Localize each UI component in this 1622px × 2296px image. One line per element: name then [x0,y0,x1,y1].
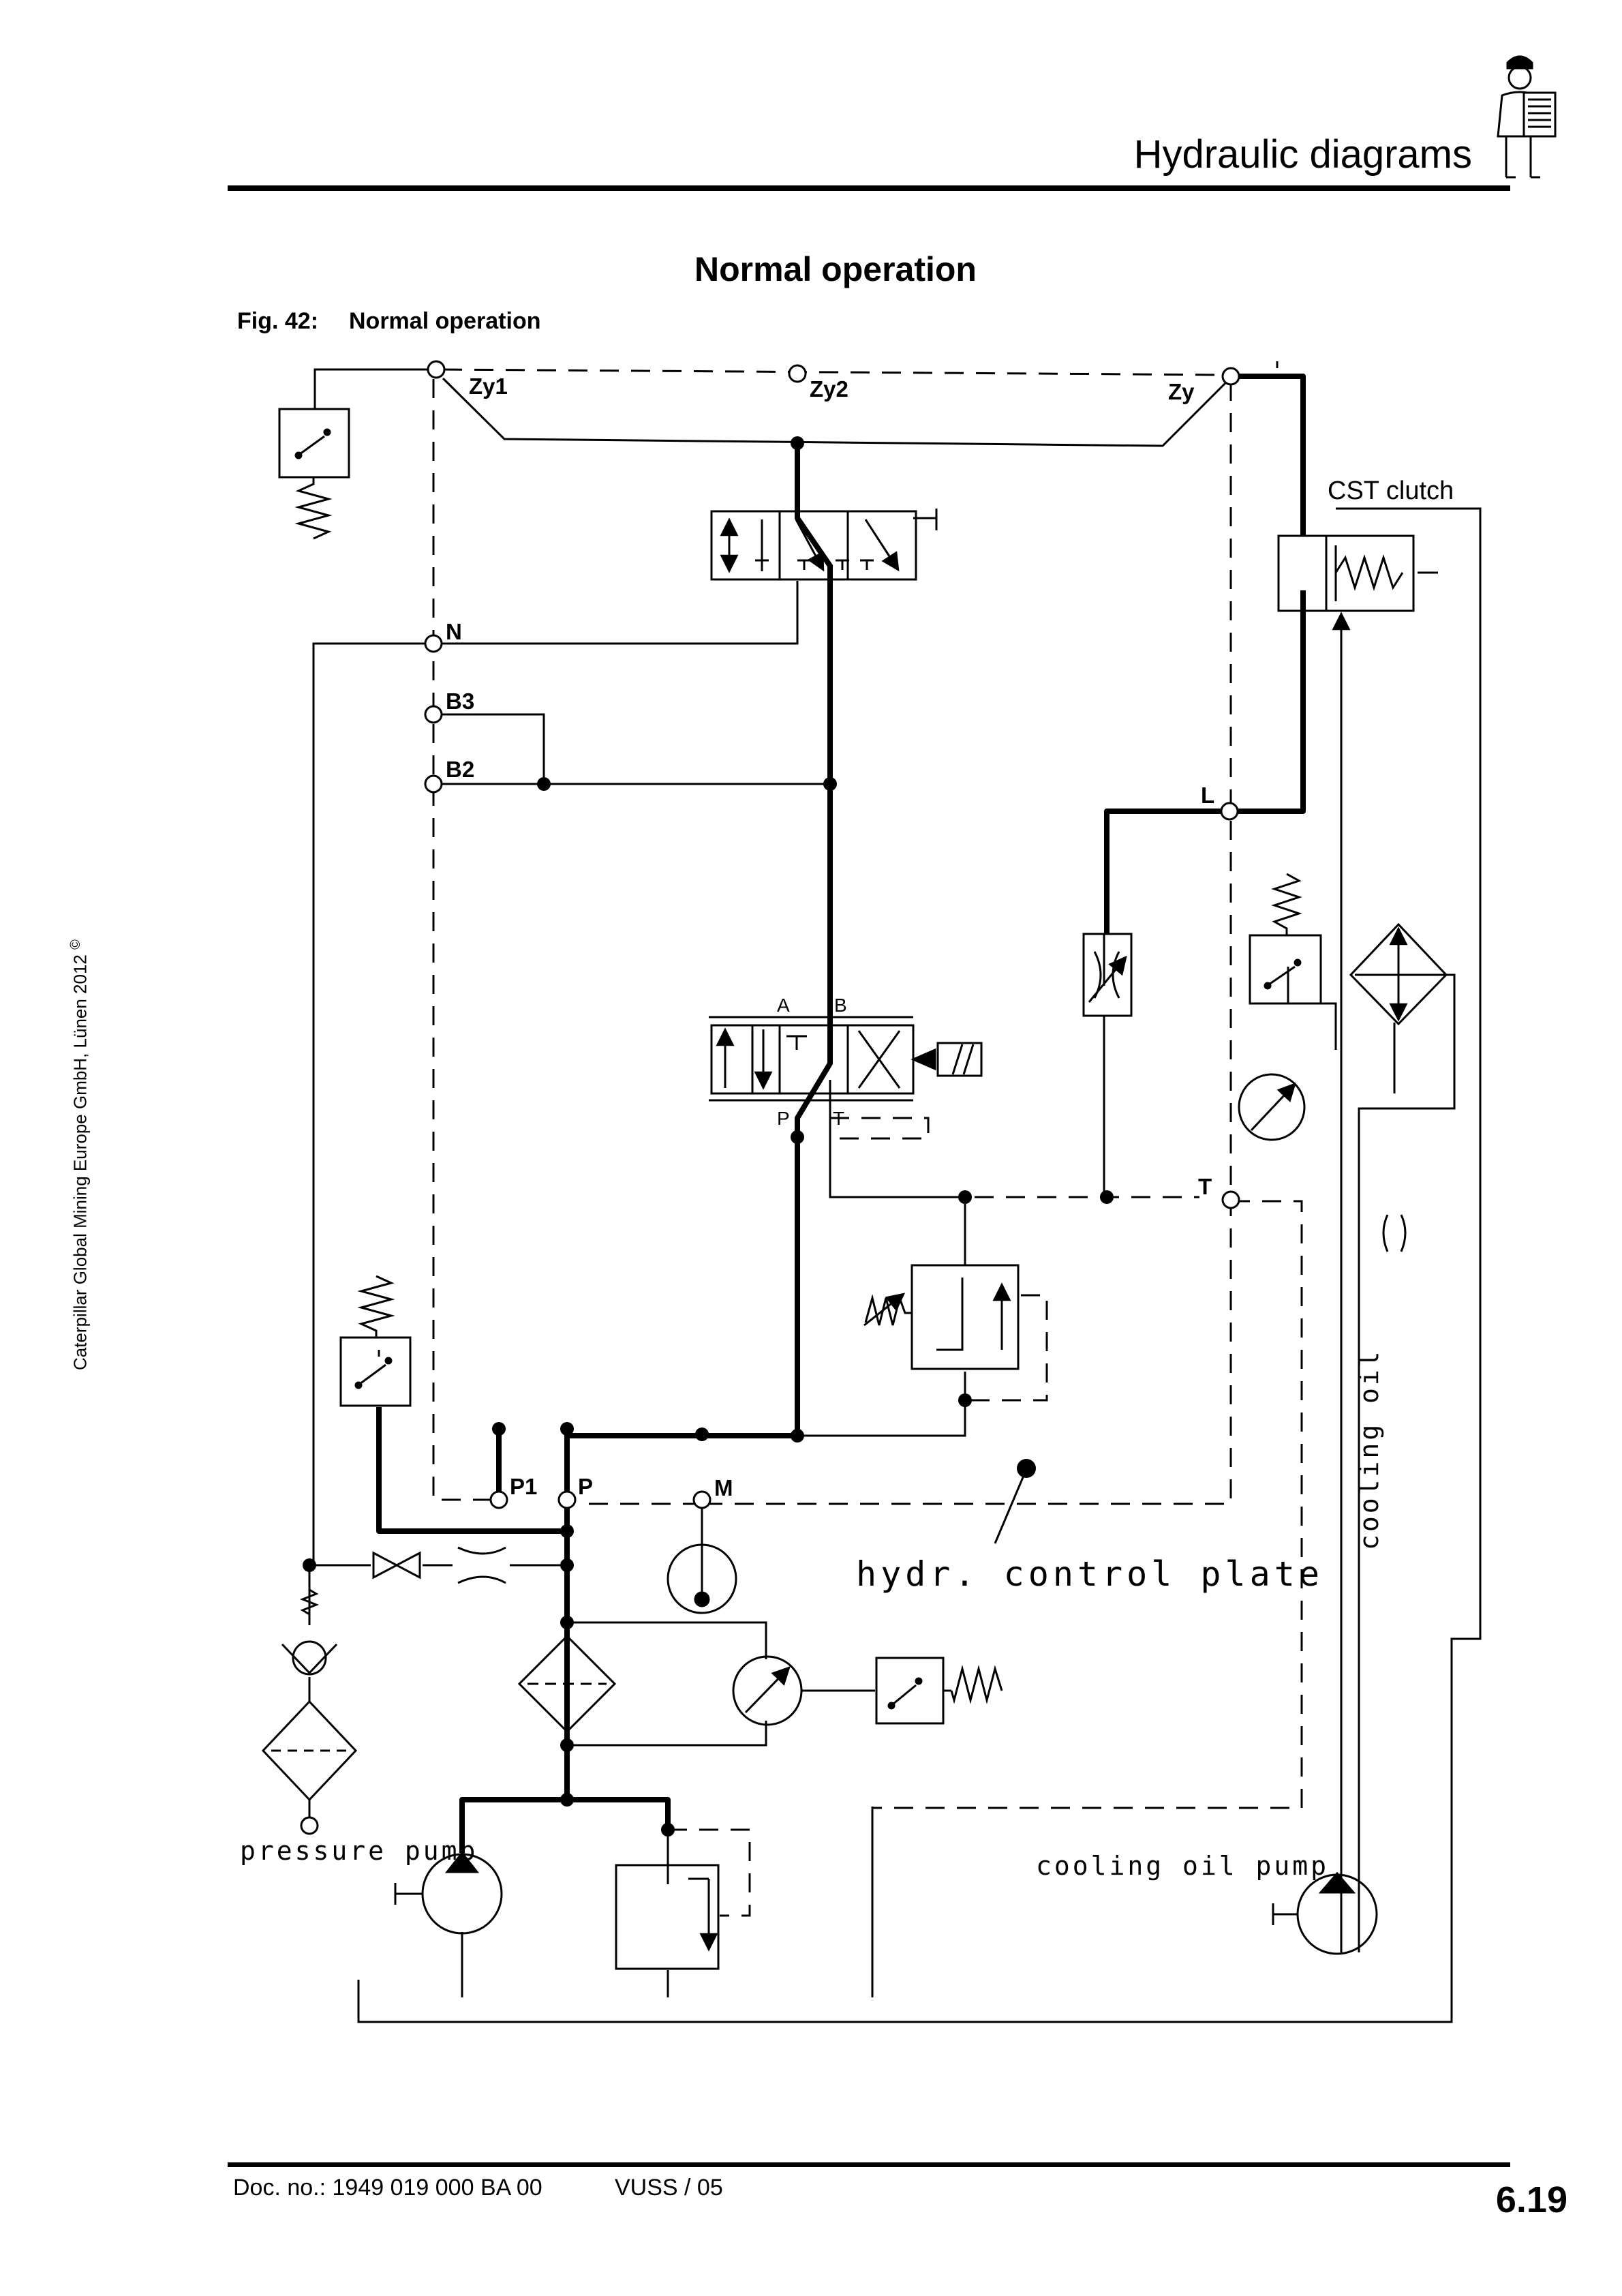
figure-title: Normal operation [349,308,541,334]
cooling-oil-label: cooling oil [1354,1348,1384,1550]
valve-port-labels: A B P T [777,995,847,1129]
test-ports [300,360,1240,1835]
top-left-pressure-switch [278,408,350,540]
solenoid-valve [709,1016,983,1102]
port-label-n: N [446,619,462,644]
port-label-zy2: Zy2 [810,376,848,402]
port-label-m: M [714,1475,733,1500]
cooling-oil-pump [1296,1871,1378,1955]
port-label-b2: B2 [446,757,474,782]
dashed-lines [432,368,1303,1997]
pressure-pump-label: pressure pump [240,1836,478,1866]
pressure-pump [421,1851,503,1935]
figure-caption: Fig. 42: Normal operation [237,308,540,335]
page-heading: Normal operation [694,250,977,288]
upper-directional-valve [710,510,917,581]
port-label-zy: Zy [1168,379,1195,404]
shutoff-valve [372,1546,506,1584]
valve-port-a: A [777,995,790,1016]
port-label-p1: P1 [510,1474,537,1499]
cst-clutch-cylinder [1277,534,1415,654]
port-label-p: P [578,1474,593,1499]
right-pressure-switch [1249,873,1322,1005]
cooling-pressure-gauge [1238,1073,1306,1141]
port-labels: Zy1 Zy2 Zy N B3 B2 L T P1 P M [446,374,1214,1500]
cst-clutch-label: CST clutch [1328,477,1454,505]
valve-port-p: P [777,1108,790,1129]
pressure-lines [376,374,1306,1853]
lower-left-pressure-switch [339,1275,412,1407]
port-label-zy1: Zy1 [469,374,508,399]
pressure-reducing-valve [615,1864,720,1970]
port-label-l: L [1201,783,1214,808]
valve-port-t: T [833,1108,844,1129]
adjustable-throttle [1082,933,1133,1017]
pressure-filter [517,1634,617,1734]
port-label-t: T [1198,1174,1212,1199]
figure-number: Fig. 42: [237,308,319,334]
cooling-oil-pump-label: cooling oil pump [1036,1851,1329,1881]
document-number: Doc. no.: 1949 019 000 BA 00 [233,2175,542,2201]
filter-pressure-switch [875,1657,1003,1725]
cooler-diamond [1349,922,1448,1026]
section-title: Hydraulic diagrams [1133,132,1472,177]
page-number: 6.19 [1495,2179,1567,2220]
port-label-b3: B3 [446,689,474,714]
junction-nodes [303,436,1114,1837]
valve-port-b: B [834,995,847,1016]
pressure-relief-valve [863,1264,1020,1370]
header-rule [228,185,1510,191]
component-labels: CST clutch hydr. control plate cooling o… [240,477,1454,1881]
check-valve [281,1588,338,1676]
document-reference: VUSS / 05 [615,2175,723,2201]
footer-rule [228,2162,1510,2167]
filter-differential-gauge [732,1655,803,1726]
system-pressure-gauge [667,1543,737,1614]
hydr-control-plate-label: hydr. control plate [856,1554,1323,1594]
technician-clipboard-icon [1497,55,1557,179]
suction-filter [261,1700,358,1802]
